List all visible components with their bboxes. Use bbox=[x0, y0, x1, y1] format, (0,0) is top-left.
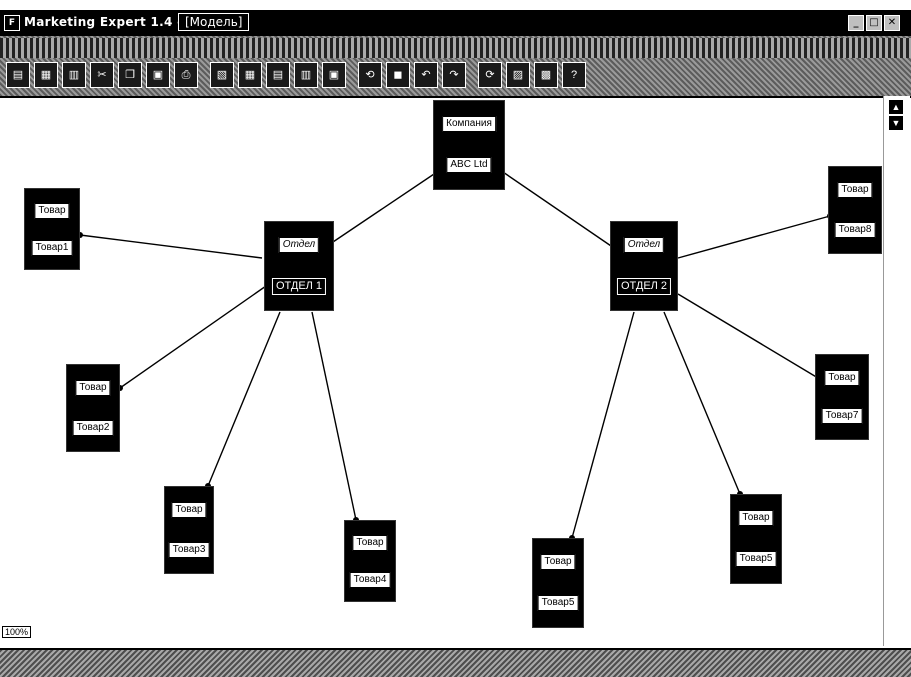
menu-bar bbox=[0, 38, 911, 58]
node-name-label: Товар5 bbox=[735, 551, 777, 567]
table-icon[interactable]: ▤ bbox=[266, 62, 290, 88]
help-icon[interactable]: ? bbox=[562, 62, 586, 88]
scroll-up-icon[interactable]: ▲ bbox=[889, 100, 903, 114]
node-type-label: Товар bbox=[824, 370, 860, 386]
node-name-label: Товар8 bbox=[834, 222, 876, 238]
app-icon: F bbox=[4, 15, 20, 31]
status-bar bbox=[0, 648, 911, 677]
chart-icon[interactable]: ▧ bbox=[210, 62, 234, 88]
node-type-label: Товар bbox=[75, 380, 111, 396]
model-icon[interactable]: ▣ bbox=[322, 62, 346, 88]
node-type-label: Компания bbox=[442, 116, 496, 132]
refresh-icon[interactable]: ⟳ bbox=[478, 62, 502, 88]
link-dept1-p4[interactable] bbox=[311, 311, 357, 521]
node-name-label: Товар3 bbox=[168, 542, 210, 558]
link-dept2-p5[interactable] bbox=[571, 311, 635, 539]
window-title: Marketing Expert 1.4 - bbox=[24, 15, 183, 29]
export-icon[interactable]: ▨ bbox=[506, 62, 530, 88]
link-dept2-p8[interactable] bbox=[677, 215, 831, 259]
node-name-label: Товар7 bbox=[821, 408, 863, 424]
open-icon[interactable]: ▦ bbox=[34, 62, 58, 88]
toolbar: ▤▦▥✂❐▣⎙▧▦▤▥▣⟲◼↶↷⟳▨▩? bbox=[0, 36, 911, 98]
node-type-label: Товар bbox=[352, 535, 388, 551]
link-dept2-p6[interactable] bbox=[663, 311, 741, 495]
grid-icon[interactable]: ▦ bbox=[238, 62, 262, 88]
node-type-label: Товар bbox=[837, 182, 873, 198]
cut-icon[interactable]: ✂ bbox=[90, 62, 114, 88]
link-dept1-p1[interactable] bbox=[79, 234, 263, 259]
node-name-label: ОТДЕЛ 1 bbox=[271, 278, 327, 295]
link-company-dept2[interactable] bbox=[499, 169, 615, 249]
minimize-button[interactable]: _ bbox=[848, 15, 864, 31]
node-type-label: Отдел bbox=[278, 237, 320, 253]
node-type-label: Товар bbox=[34, 203, 70, 219]
print-icon[interactable]: ⎙ bbox=[174, 62, 198, 88]
node-type-label: Товар bbox=[540, 554, 576, 570]
link-dept1-p2[interactable] bbox=[119, 285, 267, 389]
scroll-down-icon[interactable]: ▼ bbox=[889, 116, 903, 130]
node-name-label: Товар5 bbox=[537, 595, 579, 611]
link-dept2-p7[interactable] bbox=[677, 293, 819, 379]
save-icon[interactable]: ▥ bbox=[62, 62, 86, 88]
window-icon[interactable]: ▩ bbox=[534, 62, 558, 88]
undo-icon[interactable]: ↶ bbox=[414, 62, 438, 88]
link-icon[interactable]: ⟲ bbox=[358, 62, 382, 88]
document-title: [Модель] bbox=[178, 13, 250, 31]
node-name-label: ОТДЕЛ 2 bbox=[616, 278, 672, 295]
node-type-label: Отдел bbox=[623, 237, 665, 253]
node-name-label: Товар4 bbox=[349, 572, 391, 588]
close-button[interactable]: ✕ bbox=[884, 15, 900, 31]
node-name-label: Товар2 bbox=[72, 420, 114, 436]
node-icon[interactable]: ◼ bbox=[386, 62, 410, 88]
redo-icon[interactable]: ↷ bbox=[442, 62, 466, 88]
node-name-label: ABC Ltd bbox=[446, 157, 492, 173]
zoom-indicator[interactable]: 100% bbox=[2, 626, 32, 638]
paste-icon[interactable]: ▣ bbox=[146, 62, 170, 88]
link-company-dept1[interactable] bbox=[329, 169, 441, 245]
title-bar: F Marketing Expert 1.4 - [Модель] _ □ ✕ bbox=[0, 10, 911, 36]
copy-icon[interactable]: ❐ bbox=[118, 62, 142, 88]
node-type-label: Товар bbox=[738, 510, 774, 526]
new-icon[interactable]: ▤ bbox=[6, 62, 30, 88]
vertical-scrollbar[interactable]: ▲ ▼ bbox=[883, 96, 910, 646]
node-type-label: Товар bbox=[171, 502, 207, 518]
maximize-button[interactable]: □ bbox=[866, 15, 882, 31]
report-icon[interactable]: ▥ bbox=[294, 62, 318, 88]
node-name-label: Товар1 bbox=[31, 240, 73, 256]
link-dept1-p3[interactable] bbox=[207, 311, 281, 487]
